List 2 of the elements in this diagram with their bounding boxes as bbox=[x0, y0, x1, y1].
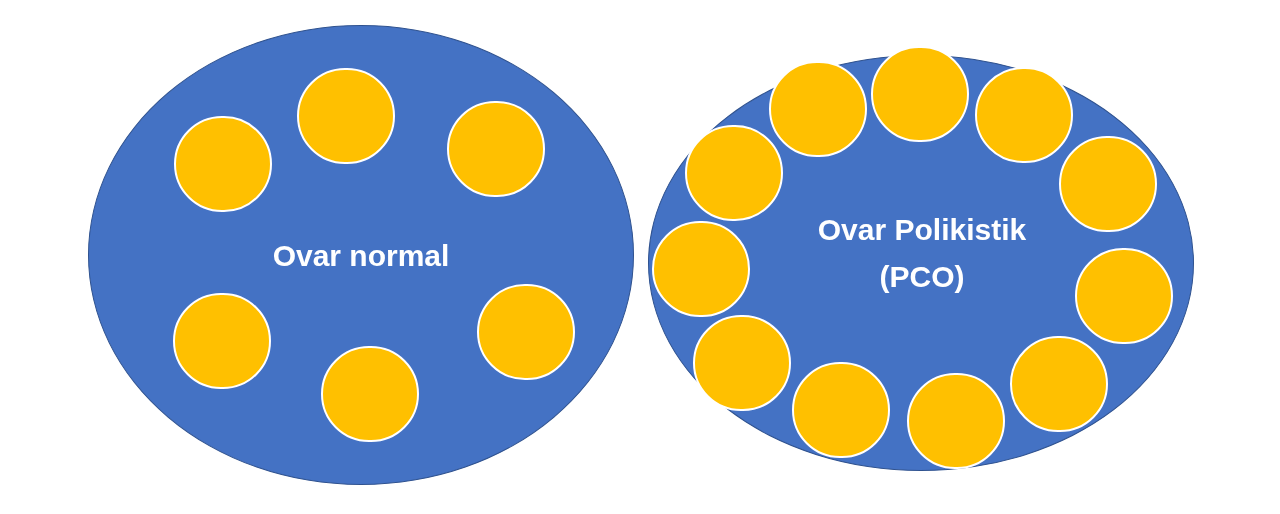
ovary-label: Ovar Polikistik (PCO) bbox=[816, 212, 1028, 295]
ovary-label: Ovar normal bbox=[271, 237, 451, 274]
